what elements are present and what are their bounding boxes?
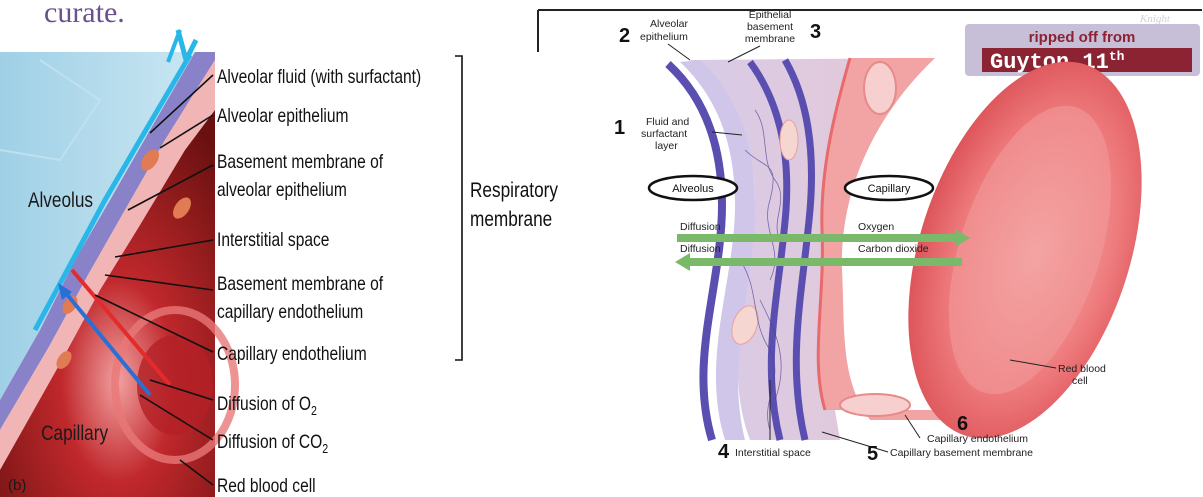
panel-label-b: (b)	[8, 477, 26, 494]
number-4: 4	[718, 441, 730, 463]
label-basement-membrane-capillary-1: Basement membrane of	[217, 273, 383, 295]
right-figure: Knight ripped off from Guyton 11th	[538, 8, 1202, 468]
label-basement-membrane-capillary-2: capillary endothelium	[217, 301, 363, 323]
label-red-blood: Red blood	[1058, 363, 1106, 375]
label-epithelial: Epithelial	[749, 9, 792, 21]
number-1: 1	[614, 117, 625, 139]
label-alveolus-right: Alveolus	[672, 183, 714, 195]
number-3: 3	[810, 21, 821, 43]
label-diffusion-co2: Diffusion of CO2	[217, 431, 328, 457]
label-membrane: membrane	[470, 209, 552, 232]
label-carbon-dioxide: Carbon dioxide	[858, 243, 929, 255]
label-epithelium: epithelium	[640, 31, 688, 43]
label-basement-membrane-alveolar-2: alveolar epithelium	[217, 179, 347, 201]
number-6: 6	[957, 413, 968, 435]
label-interstitial-space: Interstitial space	[217, 229, 329, 251]
label-membrane-right: membrane	[745, 33, 795, 45]
label-alveolar: Alveolar	[650, 18, 688, 30]
number-2: 2	[619, 25, 630, 47]
label-capillary-basement: Capillary basement membrane	[890, 447, 1033, 459]
label-oxygen: Oxygen	[858, 221, 894, 233]
label-basement: basement	[747, 21, 793, 33]
label-red-blood-cell: Red blood cell	[217, 475, 316, 497]
credit-line-1: ripped off from	[1029, 29, 1136, 46]
label-basement-membrane-alveolar-1: Basement membrane of	[217, 151, 383, 173]
label-capillary-endothelium-right: Capillary endothelium	[927, 433, 1028, 445]
label-diffusion-2: Diffusion	[680, 243, 721, 255]
label-capillary-endothelium: Capillary endothelium	[217, 343, 367, 365]
label-capillary-right: Capillary	[868, 183, 911, 195]
label-alveolus-region: Alveolus	[28, 190, 93, 213]
label-alveolar-epithelium: Alveolar epithelium	[217, 105, 349, 127]
label-diffusion-1: Diffusion	[680, 221, 721, 233]
watermark: Knight	[1139, 13, 1171, 25]
label-respiratory: Respiratory	[470, 180, 558, 203]
label-surfactant: surfactant	[641, 128, 687, 140]
label-interstitial-space-right: Interstitial space	[735, 447, 811, 459]
label-capillary-region: Capillary	[41, 423, 108, 446]
number-5: 5	[867, 443, 878, 465]
respiratory-membrane-bracket	[455, 56, 462, 360]
label-cell: cell	[1072, 375, 1088, 387]
label-fluid-and: Fluid and	[646, 116, 689, 128]
label-layer: layer	[655, 140, 678, 152]
left-figure: Alveolar fluid (with surfactant) Alveola…	[0, 30, 558, 497]
label-alveolar-fluid: Alveolar fluid (with surfactant)	[217, 66, 421, 88]
